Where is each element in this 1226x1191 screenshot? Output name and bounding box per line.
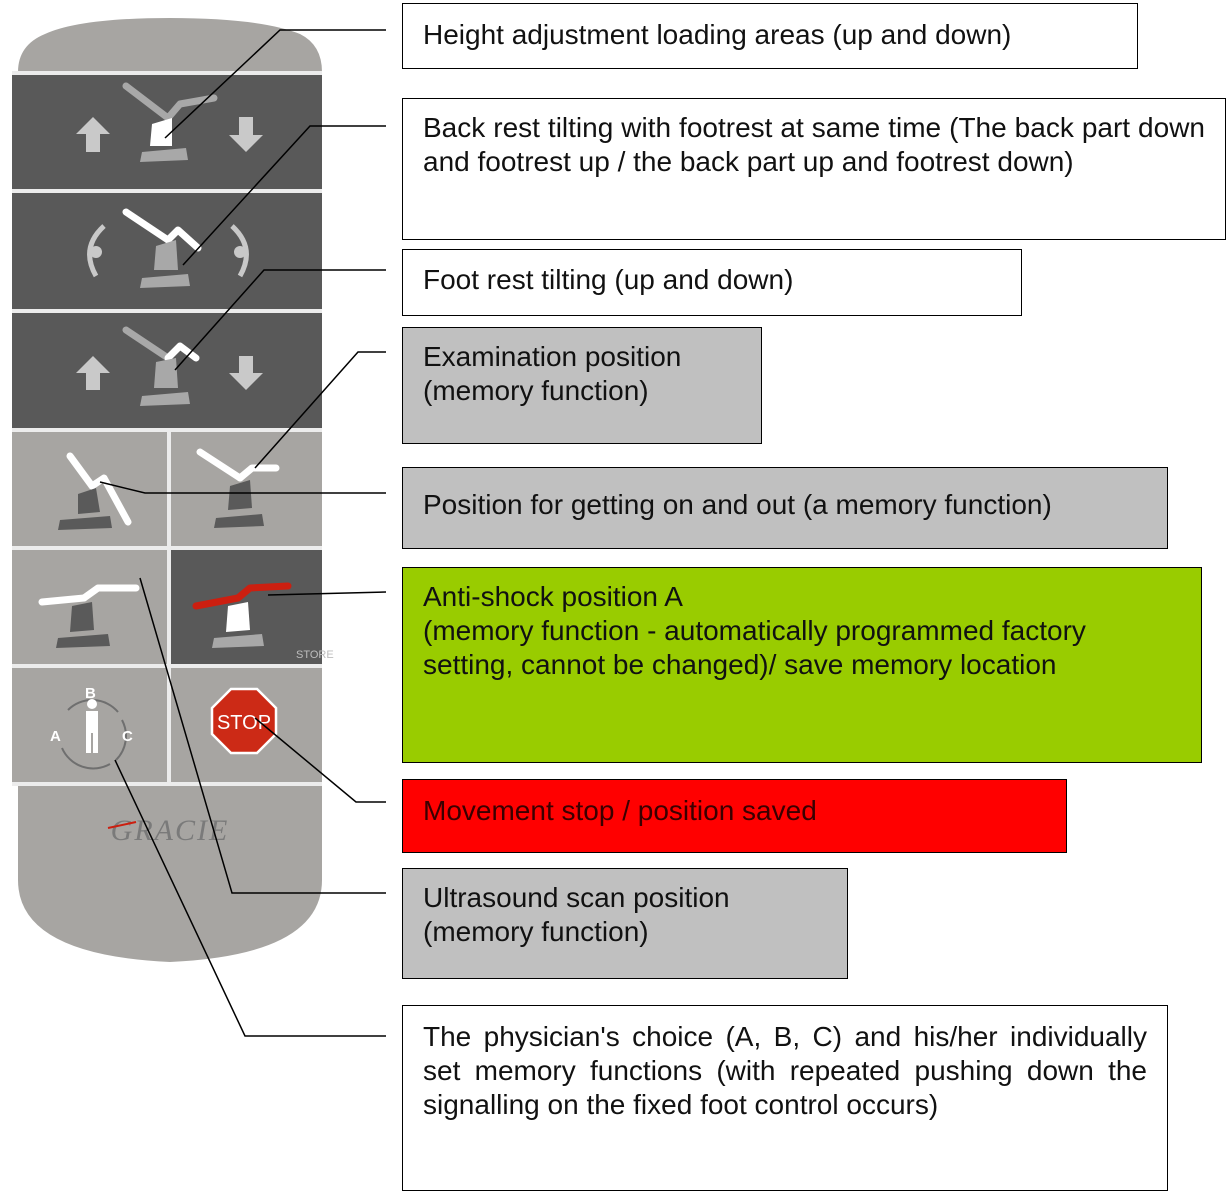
selector-label-a: A bbox=[50, 728, 61, 745]
callout-physician: The physician's choice (A, B, C) and his… bbox=[402, 1005, 1168, 1191]
stop-label: STOP bbox=[217, 712, 271, 734]
up-arrow-icon bbox=[76, 117, 110, 152]
selector-label-b: B bbox=[85, 685, 96, 702]
getting-on-button bbox=[12, 432, 167, 546]
selector-label-c: C bbox=[122, 728, 133, 745]
chair-getting-on-icon bbox=[58, 452, 132, 530]
callout-stop: Movement stop / position saved bbox=[402, 779, 1067, 853]
callout-backrest: Back rest tilting with footrest at same … bbox=[402, 98, 1226, 240]
physician-selector-icon bbox=[61, 699, 127, 770]
callout-footrest: Foot rest tilting (up and down) bbox=[402, 249, 1022, 316]
callout-getting-on: Position for getting on and out (a memor… bbox=[402, 467, 1168, 549]
callout-exam: Examination position (memory function) bbox=[402, 327, 762, 444]
callout-antishock: Anti-shock position A (memory function -… bbox=[402, 567, 1202, 763]
callout-height: Height adjustment loading areas (up and … bbox=[402, 3, 1138, 69]
chair-ultrasound-icon bbox=[38, 584, 140, 648]
store-label: STORE bbox=[296, 649, 334, 661]
callout-ultrasound: Ultrasound scan position (memory functio… bbox=[402, 868, 848, 979]
brand-logo: GRACIE bbox=[111, 814, 230, 847]
remote-control: STORE B A C STOP GRACIE bbox=[12, 18, 334, 962]
